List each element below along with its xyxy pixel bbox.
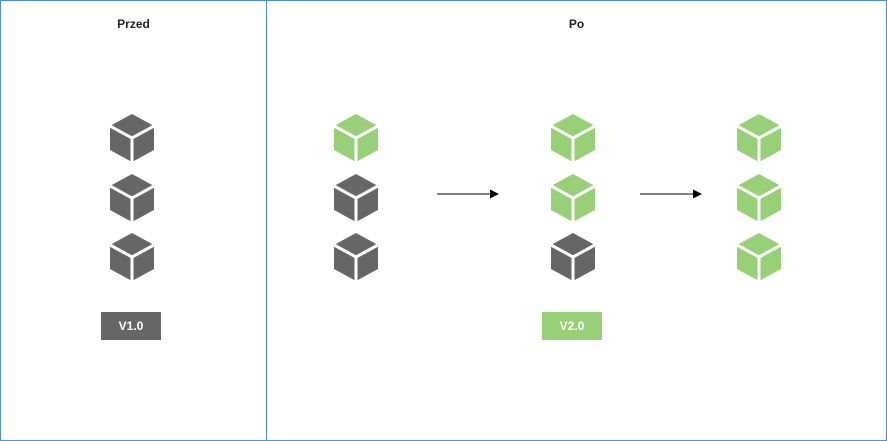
cube-icon bbox=[108, 231, 156, 283]
cube-icon bbox=[735, 172, 783, 224]
cube-icon-svg bbox=[333, 174, 379, 222]
cube-icon bbox=[332, 172, 380, 224]
cube-icon-svg bbox=[109, 114, 155, 162]
cube-icon-svg bbox=[333, 233, 379, 281]
cube-icon bbox=[549, 112, 597, 164]
cube-icon bbox=[735, 231, 783, 283]
cube-icon bbox=[108, 112, 156, 164]
cube-icon bbox=[735, 112, 783, 164]
cube-icon bbox=[332, 231, 380, 283]
cube-icon-svg bbox=[109, 174, 155, 222]
cube-icon-svg bbox=[736, 174, 782, 222]
after-panel-title: Po bbox=[568, 17, 585, 31]
cube-icon-svg bbox=[550, 174, 596, 222]
cube-icon-svg bbox=[109, 233, 155, 281]
cube-icon bbox=[549, 231, 597, 283]
cube-icon-svg bbox=[550, 114, 596, 162]
cube-icon-svg bbox=[736, 114, 782, 162]
arrow-right-icon bbox=[640, 187, 704, 205]
cube-icon-svg bbox=[550, 233, 596, 281]
cube-icon-svg bbox=[333, 114, 379, 162]
cube-icon bbox=[332, 112, 380, 164]
cube-icon bbox=[108, 172, 156, 224]
version-badge-v2-label: V2.0 bbox=[559, 319, 585, 333]
version-badge-v1-label: V1.0 bbox=[118, 319, 144, 333]
before-panel-title: Przed bbox=[117, 17, 150, 31]
cube-icon bbox=[549, 172, 597, 224]
cube-icon-svg bbox=[736, 233, 782, 281]
arrow-right-icon bbox=[437, 187, 501, 205]
version-badge-v2: V2.0 bbox=[542, 312, 602, 340]
after-panel: Po bbox=[266, 0, 887, 441]
version-badge-v1: V1.0 bbox=[101, 312, 161, 340]
